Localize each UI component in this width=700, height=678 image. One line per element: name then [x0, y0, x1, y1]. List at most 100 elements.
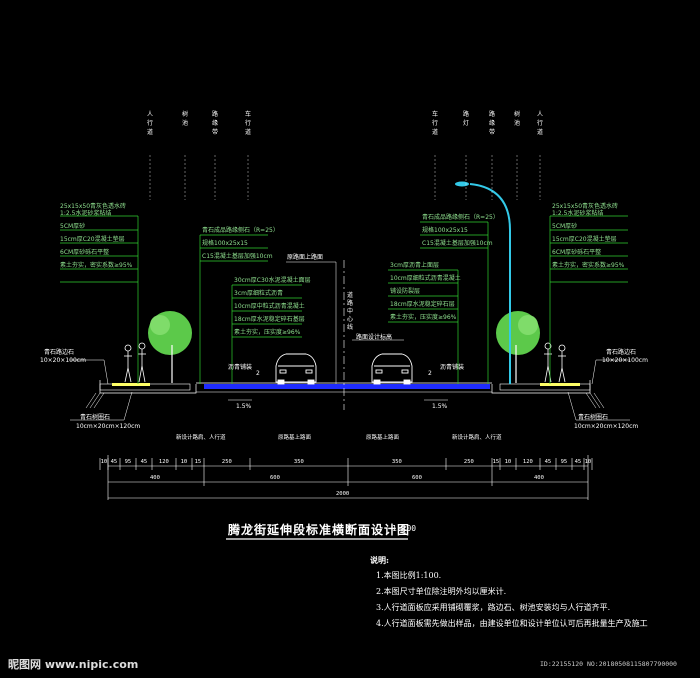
right-curb-spec-0: 青石成品路缘侧石（R=25）	[422, 214, 499, 221]
top-label-left-carriageway: 车行道	[244, 111, 251, 136]
left-curbstone-label: 青石路边石	[44, 349, 75, 356]
top-guide-lines	[149, 155, 541, 200]
right-gutter-label: 沥青铺装	[440, 364, 465, 371]
notes-heading: 说明:	[370, 555, 389, 565]
left-gutter-label: 沥青铺装	[228, 364, 253, 371]
section-label-1: 原路基上路面	[278, 435, 312, 441]
left-tree-curb-label: 青石树圈石	[80, 414, 111, 421]
dim-segment-label: 10	[584, 459, 592, 465]
dim-segment-label: 15	[194, 459, 202, 465]
dim-segment-label: 250	[463, 459, 474, 465]
left-road-spec-1: 10cm厚中粒式沥青混凝土	[234, 303, 305, 310]
dim-400-right: 400	[534, 475, 544, 481]
dim-segment-label: 95	[560, 459, 568, 465]
watermark-left: 昵图网 www.nipic.com	[8, 658, 139, 671]
left-curb-spec-0: 青石成品路缘侧石（R=25）	[202, 227, 279, 234]
slope-mark-right: 2	[428, 370, 432, 377]
right-walk-spec-4: 6CM厚砂砾石平整	[552, 249, 602, 256]
left-walk-spec-2: 5CM厚砂	[60, 223, 86, 230]
left-curbstone-size: 10×20×100cm	[40, 357, 86, 364]
left-sidewalk-yellow	[112, 383, 150, 386]
left-walk-leaders	[60, 215, 139, 384]
right-road-spec-1: 10cm厚细粒式沥青混凝土	[390, 275, 461, 282]
left-walk-spec-4: 6CM厚砂砾石平整	[60, 249, 110, 256]
section-label-0: 新设计路肩、人行道	[176, 435, 226, 441]
right-road-spec-2: 铺设防裂层	[390, 288, 421, 295]
left-tree-curb-size: 10cm×20cm×120cm	[76, 423, 141, 430]
left-curbstone-leader	[70, 359, 109, 385]
dim-segment-label: 120	[522, 459, 533, 465]
slope-mark-left: 2	[256, 370, 260, 377]
left-curb-line	[99, 380, 197, 394]
dim-segment-label: 350	[391, 459, 402, 465]
right-slope-hatch	[585, 392, 605, 409]
right-road-spec-3: 18cm厚水泥稳定碎石层	[390, 301, 455, 308]
right-walk-spec-0: 25x15x50青灰色透水砖	[552, 203, 619, 210]
notes-line-1: 1.本图比例1:100.	[376, 571, 442, 580]
right-tree-curb-size: 10cm×20cm×120cm	[574, 423, 639, 430]
left-tree-icon	[148, 311, 192, 383]
right-tree-curb-leader	[567, 391, 630, 421]
right-curb-leaders	[420, 221, 489, 384]
notes-line-3: 3.人行道面板应采用铺砌覆浆，路边石、树池安装均与人行道齐平.	[376, 603, 611, 612]
left-road-spec-4: 素土夯实，压实度≥96%	[234, 329, 301, 336]
right-pedestrians-icon	[544, 342, 566, 383]
left-curb-leaders	[199, 234, 268, 384]
right-car-icon	[371, 353, 413, 385]
right-tree-icon	[496, 311, 540, 383]
dim-segment-label: 95	[124, 459, 132, 465]
notes-line-2: 2.本图尺寸单位除注明外均以厘米计.	[376, 587, 507, 596]
left-curb-spec-1: 规格100x25x15	[202, 240, 248, 247]
drawing-scale: 1:100	[392, 524, 417, 533]
right-road-leaders	[388, 269, 459, 384]
dim-segment-label: 45	[574, 459, 582, 465]
street-lamp-icon	[455, 181, 511, 384]
slope-right: 1.5%	[432, 403, 448, 410]
dim-400-left: 400	[150, 475, 160, 481]
left-road-spec-0: 3cm厚细粒式沥青	[234, 290, 283, 297]
dim-segment-label: 350	[293, 459, 304, 465]
left-road-leaders	[231, 284, 302, 384]
road-center-label: 道路中心线	[346, 292, 353, 331]
right-walk-leaders	[549, 215, 628, 384]
top-label-right-carriageway: 车行道	[431, 111, 438, 136]
slope-left: 1.5%	[236, 403, 252, 410]
watermark-right: ID:22155120 NO:20180508115807790000	[540, 660, 677, 668]
top-label-right-curbband: 路缘带	[488, 111, 495, 136]
left-car-icon	[275, 353, 317, 385]
right-curb-spec-2: C15混凝土基层加强10cm	[422, 240, 493, 247]
right-walk-spec-5: 素土夯实，密实系数≥95%	[552, 262, 625, 269]
dim-600-right: 600	[412, 475, 422, 481]
right-curbstone-leader	[591, 359, 630, 385]
left-walk-spec-1: 1:2.5水泥砂浆粘结	[60, 210, 112, 217]
design-surface-label: 路面设计标高	[356, 334, 393, 341]
top-label-right-treepit: 树池	[513, 111, 520, 127]
right-curb-spec-1: 规格100x25x15	[422, 227, 468, 234]
notes-line-4: 4.人行道面板需先做出样品，由建设单位和设计单位认可后再批量生产及施工	[376, 619, 648, 628]
dim-segment-label: 45	[140, 459, 148, 465]
left-walk-spec-0: 25x15x50青灰色透水砖	[60, 203, 127, 210]
original-surface-label: 原路面上路面	[287, 254, 324, 261]
dim-total: 2000	[336, 491, 350, 497]
dim-segment-label: 45	[544, 459, 552, 465]
dimension-ticks	[99, 458, 593, 470]
dim-segment-label: 10	[504, 459, 512, 465]
notes-block: 说明: 1.本图比例1:100. 2.本图尺寸单位除注明外均以厘米计. 3.人行…	[370, 552, 648, 632]
left-tree-curb-leader	[70, 391, 133, 421]
drawing-title: 腾龙街延伸段标准横断面设计图	[228, 523, 411, 537]
left-walk-spec-5: 素土夯实，密实系数≥95%	[60, 262, 133, 269]
right-road-spec-4: 素土夯实，压实度≥96%	[390, 314, 457, 321]
top-label-left-curbband: 路缘带	[211, 111, 218, 136]
right-sidewalk-yellow	[540, 383, 580, 386]
left-slope-hatch	[85, 392, 105, 409]
original-surface-leader	[286, 261, 337, 384]
road-surface	[204, 384, 490, 389]
right-walk-spec-3: 15cm厚C20混凝土垫层	[552, 236, 617, 243]
dim-600-left: 600	[270, 475, 280, 481]
left-road-spec-3: 18cm厚水泥稳定碎石基层	[234, 316, 305, 323]
dim-segment-label: 120	[158, 459, 169, 465]
right-tree-curb-label: 青石树圈石	[578, 414, 609, 421]
dim-segment-label: 45	[110, 459, 118, 465]
right-curbstone-size: 10×20×100cm	[602, 357, 648, 364]
